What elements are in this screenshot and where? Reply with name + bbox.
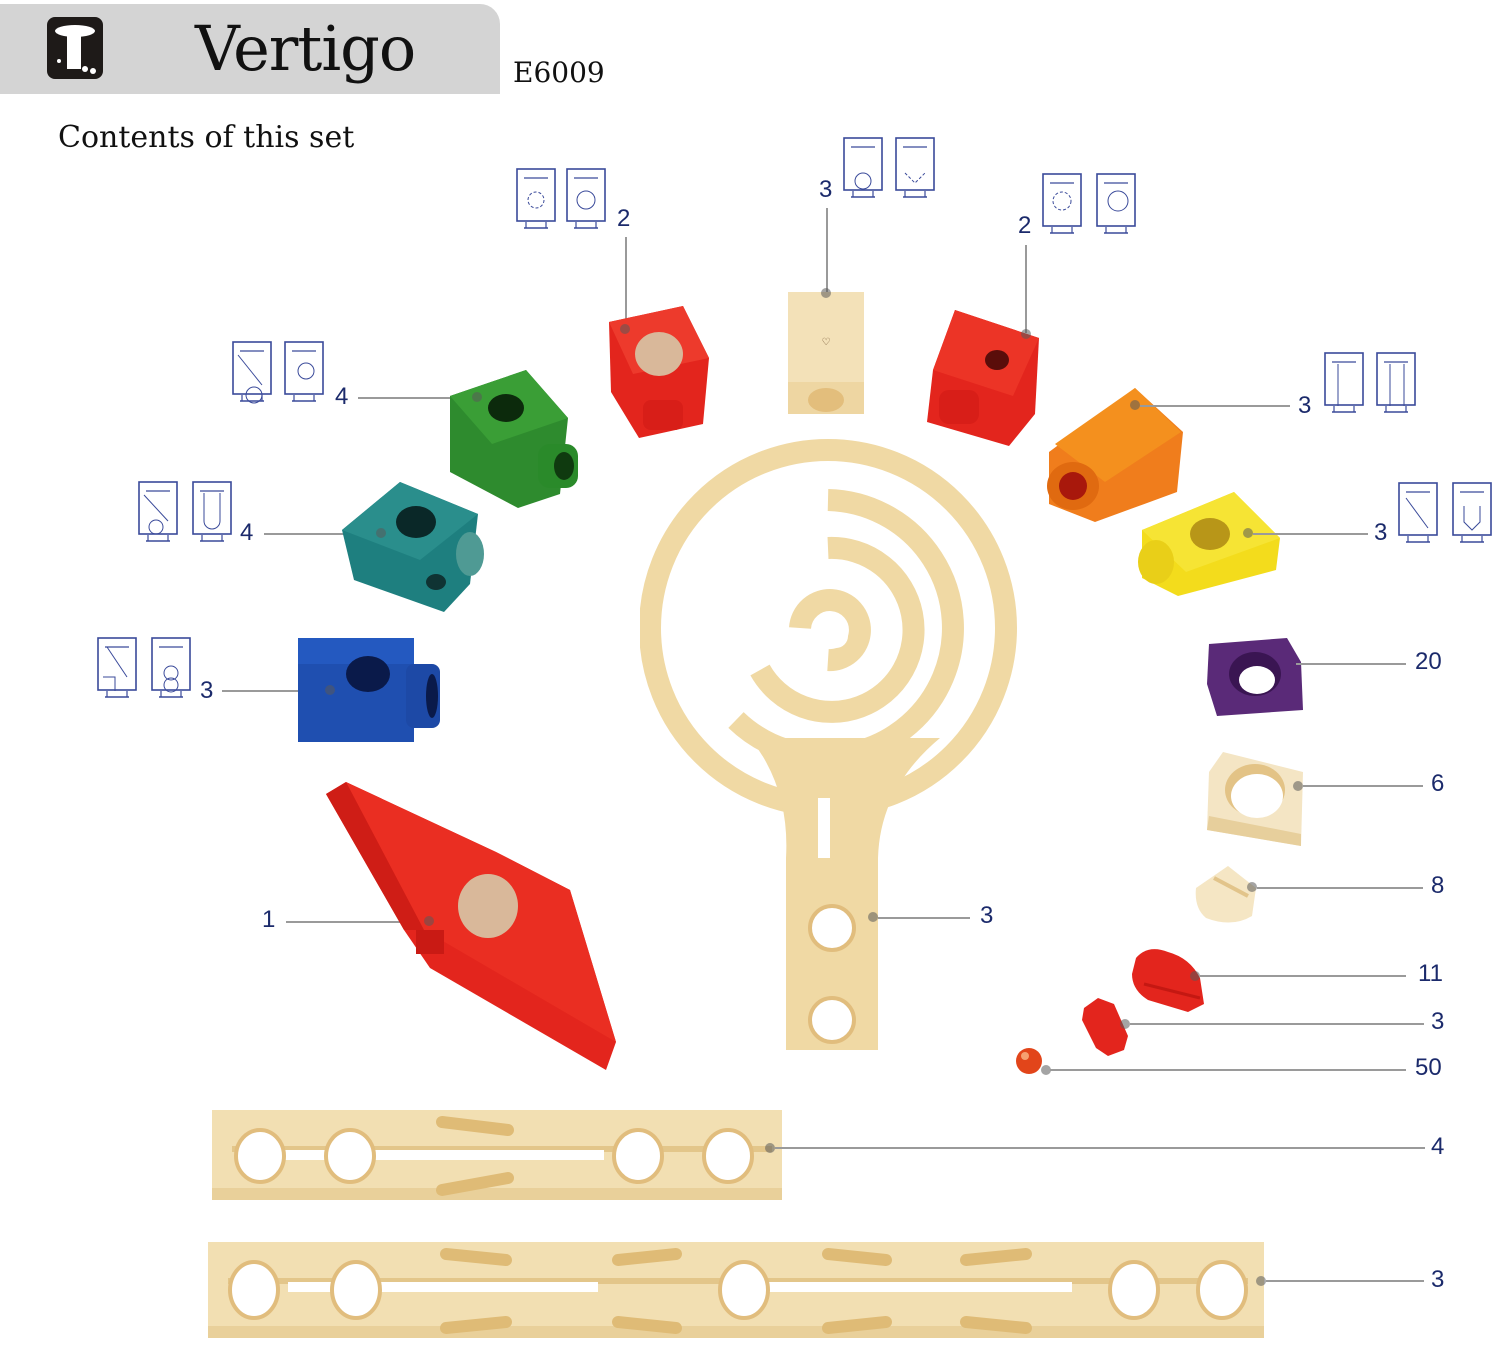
red-rocker xyxy=(326,782,616,1070)
red-small-stopper xyxy=(1082,998,1128,1056)
page-subtitle: Contents of this set xyxy=(58,120,355,155)
leader-line xyxy=(1296,663,1406,665)
quantity-label: 3 xyxy=(1431,1008,1445,1035)
blue-block-diagram xyxy=(97,637,191,698)
wood-square-ring xyxy=(1207,752,1303,846)
callout-dot xyxy=(1293,781,1303,791)
teal-block-diagram xyxy=(138,481,232,542)
wood-block-diagram xyxy=(843,137,935,198)
leader-line xyxy=(1140,405,1290,407)
orange-block xyxy=(1047,388,1183,522)
spiral-track xyxy=(640,439,1017,1050)
leader-line xyxy=(775,1147,1425,1149)
leader-line xyxy=(826,208,828,292)
wood-half-disc xyxy=(1195,866,1256,923)
red-stopper xyxy=(1132,949,1204,1012)
quantity-label: 4 xyxy=(240,519,254,546)
leader-line xyxy=(222,690,330,692)
quantity-label: 11 xyxy=(1418,960,1443,987)
callout-dot xyxy=(1247,882,1257,892)
purple-square-ring xyxy=(1207,638,1303,716)
callout-dot xyxy=(620,324,630,334)
red-block-disc xyxy=(609,306,709,438)
quantity-label: 1 xyxy=(262,906,276,933)
teal-block xyxy=(342,482,484,612)
leader-line xyxy=(1266,1280,1424,1282)
leader-line xyxy=(625,237,627,329)
leader-line xyxy=(878,917,970,919)
short-rail xyxy=(212,1110,782,1200)
callout-dot xyxy=(1041,1065,1051,1075)
red-block-hole xyxy=(927,310,1039,446)
callout-dot xyxy=(424,916,434,926)
yellow-block xyxy=(1138,492,1280,596)
green-block-diagram xyxy=(232,341,324,404)
callout-dot xyxy=(1190,971,1200,981)
red-block-disc-diagram xyxy=(516,168,606,229)
long-rail xyxy=(208,1242,1264,1338)
callout-dot xyxy=(765,1143,775,1153)
quantity-label: 3 xyxy=(200,677,214,704)
green-block xyxy=(450,370,578,508)
page-title: Vertigo xyxy=(195,12,416,85)
callout-dot xyxy=(821,288,831,298)
quantity-label: 3 xyxy=(1374,519,1388,546)
leader-line xyxy=(1200,975,1406,977)
callout-dot xyxy=(1120,1019,1130,1029)
callout-dot xyxy=(1256,1276,1266,1286)
blue-block xyxy=(298,638,440,742)
quantity-label: 3 xyxy=(819,176,833,203)
leader-line xyxy=(1050,1069,1406,1071)
marble-tower-icon xyxy=(47,17,103,79)
quantity-label: 50 xyxy=(1415,1054,1442,1081)
quantity-label: 20 xyxy=(1415,648,1442,675)
quantity-label: 8 xyxy=(1431,872,1445,899)
callout-dot xyxy=(868,912,878,922)
quantity-label: 2 xyxy=(1018,212,1032,239)
leader-line xyxy=(1130,1023,1424,1025)
yellow-block-diagram xyxy=(1398,482,1492,543)
quantity-label: 3 xyxy=(1298,392,1312,419)
callout-dot xyxy=(472,392,482,402)
leader-line xyxy=(264,533,356,535)
leader-line xyxy=(1303,785,1423,787)
quantity-label: 3 xyxy=(980,902,994,929)
callout-dot xyxy=(376,528,386,538)
callout-dot xyxy=(1243,528,1253,538)
product-code: E6009 xyxy=(513,56,605,89)
quantity-label: 6 xyxy=(1431,770,1445,797)
leader-line xyxy=(286,921,426,923)
quantity-label: 2 xyxy=(617,205,631,232)
quantity-label: 3 xyxy=(1431,1266,1445,1293)
leader-line xyxy=(358,397,458,399)
quantity-label: 4 xyxy=(335,383,349,410)
leader-line xyxy=(1025,245,1027,333)
red-block-hole-diagram xyxy=(1042,173,1136,234)
leader-line xyxy=(1253,533,1368,535)
callout-dot xyxy=(1021,329,1031,339)
callout-dot xyxy=(1130,400,1140,410)
orange-block-diagram xyxy=(1324,352,1416,413)
leader-line xyxy=(1257,887,1423,889)
header-bar: Vertigo xyxy=(0,4,500,94)
wood-block-logo: ♡ xyxy=(788,292,864,414)
svg-text:♡: ♡ xyxy=(822,337,831,348)
callout-dot xyxy=(325,685,335,695)
quantity-label: 4 xyxy=(1431,1133,1445,1160)
marble xyxy=(1016,1048,1042,1074)
